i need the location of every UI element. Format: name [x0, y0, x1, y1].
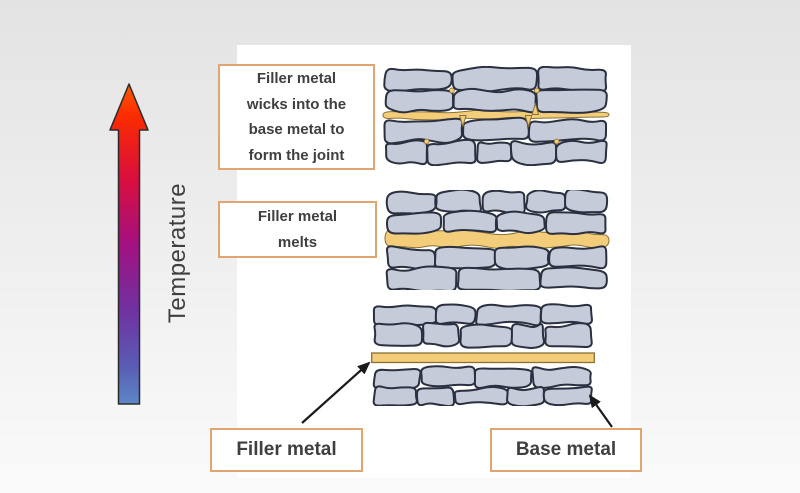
stage-label-filler-melts: Filler metal melts: [218, 201, 377, 258]
callout-filler-metal: Filler metal: [210, 428, 363, 472]
stage-label-wicks-into-joint: Filler metal wicks into the base metal t…: [218, 64, 375, 170]
microstructure-joint-formed: [382, 66, 610, 166]
temperature-axis-label: Temperature: [164, 182, 191, 324]
microstructure-initial-assembly: [371, 303, 595, 406]
microstructure-filler-melted: [384, 190, 610, 290]
temperature-arrow-icon: [109, 83, 149, 405]
callout-base-metal: Base metal: [490, 428, 642, 472]
